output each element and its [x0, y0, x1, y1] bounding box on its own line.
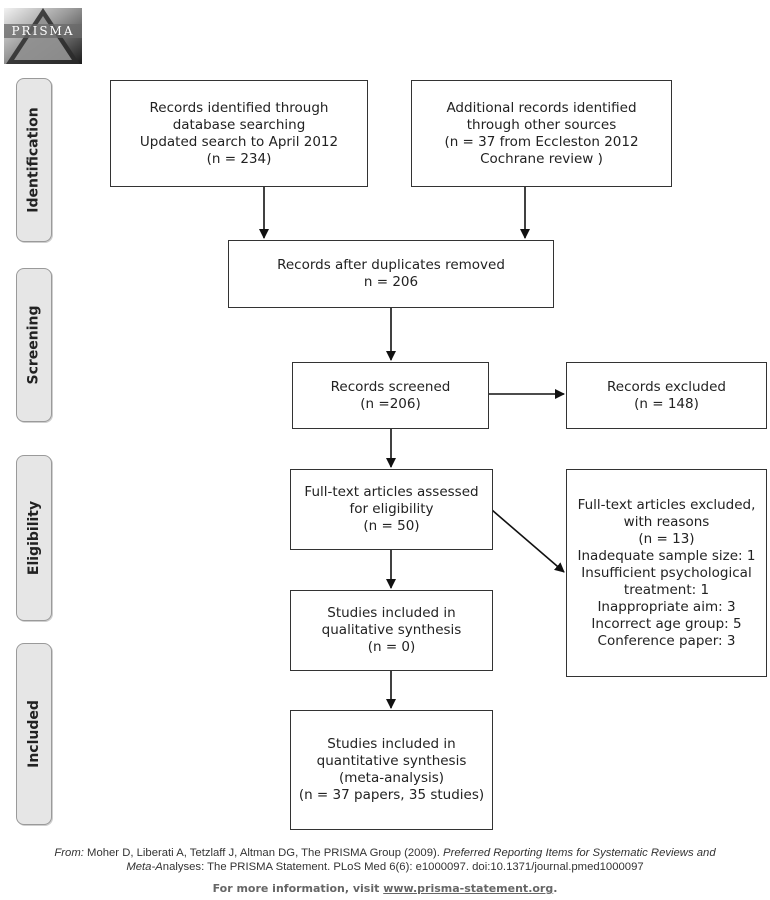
stage-included: Included — [16, 643, 52, 825]
box-database-searching: Records identified through database sear… — [110, 80, 368, 187]
box-records-screened: Records screened (n =206) — [292, 362, 489, 429]
box-other-sources: Additional records identified through ot… — [411, 80, 672, 187]
citation: From: Moher D, Liberati A, Tetzlaff J, A… — [0, 846, 770, 874]
svg-text:PRISMA: PRISMA — [11, 24, 74, 38]
box-qualitative-synthesis: Studies included in qualitative synthesi… — [290, 590, 493, 671]
arrow-fulltext-to-excluded — [491, 509, 565, 573]
box-quantitative-synthesis: Studies included in quantitative synthes… — [290, 710, 493, 830]
box-fulltext-assessed: Full-text articles assessed for eligibil… — [290, 469, 493, 550]
stage-eligibility: Eligibility — [16, 455, 52, 621]
box-records-excluded: Records excluded (n = 148) — [566, 362, 767, 429]
box-fulltext-excluded: Full-text articles excluded, with reason… — [566, 469, 767, 677]
prisma-logo: PRISMA — [4, 4, 82, 68]
more-info: For more information, visit www.prisma-s… — [212, 882, 558, 895]
stage-screening: Screening — [16, 268, 52, 422]
prisma-statement-link[interactable]: www.prisma-statement.org — [383, 882, 554, 895]
stage-identification: Identification — [16, 78, 52, 242]
box-duplicates-removed: Records after duplicates removed n = 206 — [228, 240, 554, 308]
citation-line-1: From: Moher D, Liberati A, Tetzlaff J, A… — [54, 847, 716, 859]
citation-line-2: Meta-Analyses: The PRISMA Statement. PLo… — [126, 861, 644, 873]
